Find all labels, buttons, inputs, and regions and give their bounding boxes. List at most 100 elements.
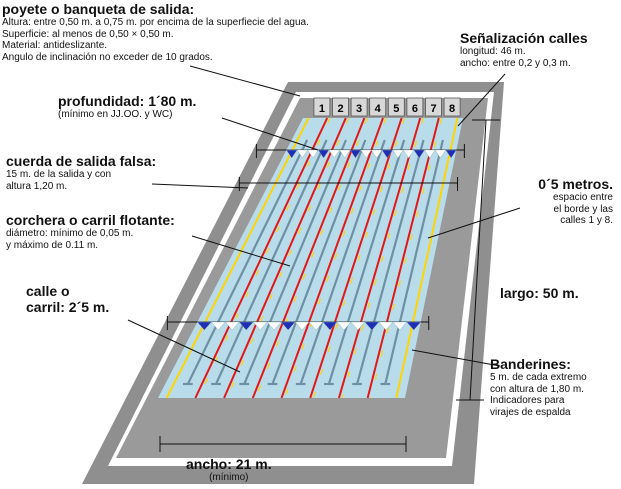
starting-block [443,97,461,117]
pennant [294,321,310,331]
pennant [381,149,394,159]
corchera-line: diámetro: mínimo de 0,05 m. [6,228,134,240]
lane-line-accent [370,117,443,399]
floor-mark [186,139,309,385]
floor-mark [271,139,367,385]
label-largo: largo: 50 m. [500,285,579,301]
lane-line-accent [341,117,424,399]
profundidad-note: (mínimo en JJ.OO. y WC) [58,109,173,121]
label-profundidad: profundidad: 1´80 m. (mínimo en JJ.OO. y… [58,93,196,121]
pennant [336,321,352,331]
lane-line-accent [197,117,331,399]
lane-line [366,117,440,399]
pennant [445,149,457,159]
cuerda-title: cuerda de salida falsa: [6,153,157,169]
label-poyete: poyete o banqueta de salida: Altura: ent… [2,1,309,63]
starting-block-number: 6 [412,103,418,115]
poyete-line: Angulo de inclinación no exceder de 10 g… [2,51,213,63]
pennant [392,149,404,159]
leader-poyete [189,65,301,97]
pennant [266,321,282,331]
pennant [350,321,366,331]
lane-line-accent [312,117,406,399]
pennant [364,321,380,331]
starting-block-number: 4 [375,103,382,115]
label-banderines: Banderines: 5 m. de cada extremo con alt… [490,356,587,418]
floor-mark [327,139,406,385]
pennant [339,149,351,159]
cero5-line: calles 1 y 8. [560,215,613,227]
banderines-line: 5 m. de cada extremo [490,372,587,384]
lane-line [194,117,329,399]
lane-line-accent [226,117,350,399]
label-corchera: corchera o carril flotante: diámetro: mí… [6,212,175,251]
floor-mark [356,139,425,385]
floor-mark [299,139,386,385]
starting-block [332,97,349,117]
cero5-line: el borde y las [553,203,613,215]
poyete-title: poyete o banqueta de salida: [2,1,195,17]
pennant [371,149,383,159]
pennant [402,149,415,159]
poyete-line: Superficie: al menos de 0,50 × 0,50 m. [2,28,174,40]
lane-line [223,117,347,399]
banderines-line: Indicadores para [490,395,565,407]
pennant [413,149,425,159]
lane-line [395,117,459,399]
starting-block [369,97,387,117]
lane-line-accent [255,117,368,399]
lane-line [251,117,366,399]
label-ancho: ancho: 21 m. (mínimo) [186,456,272,484]
ancho-note: (mínimo) [209,472,249,484]
leader-senalizacion [457,73,506,127]
pennant [252,321,268,331]
pennant [378,321,394,331]
calle-title: carril: 2´5 m. [26,299,110,316]
pennant [196,321,212,331]
cero5-title: 0´5 metros. [538,176,613,192]
senalizacion-line: ancho: entre 0,2 y 0,3 m. [460,57,571,69]
label-cuerda: cuerda de salida falsa: 15 m. de la sali… [6,153,156,192]
lane-line-accent [283,117,387,399]
label-senalizacion: Señalización calles longitud: 46 m. anch… [460,30,588,69]
lane-floor-marks [182,139,444,386]
starting-block [406,97,424,117]
senalizacion-line: longitud: 46 m. [460,46,526,58]
label-calle: calle o carril: 2´5 m. [26,283,109,315]
starting-block-number: 1 [319,103,325,115]
cuerda-line: 15 m. de la salida y con [6,169,112,181]
pennant [434,149,447,159]
poyete-line: Material: antideslizante. [2,40,108,52]
ropes [166,144,465,331]
starting-block-number: 7 [430,103,436,115]
pennant [296,149,309,159]
pennant [224,321,240,331]
leader-banderines [411,349,501,367]
pennant [322,321,338,331]
lane-line [337,117,422,399]
pennant [424,149,436,159]
starting-block-number: 5 [393,103,399,115]
corchera-line: y máximo de 0.11 m. [6,239,99,251]
floor-mark [243,139,347,385]
starting-block-number: 8 [449,103,455,115]
starting-block [425,97,442,117]
label-cero5: 0´5 metros. espacio entre el borde y las… [538,176,613,227]
lane-line [309,117,403,399]
leader-cero5 [427,207,521,239]
pennant [317,149,330,159]
pennant [280,321,296,331]
starting-block-number: 2 [337,103,343,115]
lane-lines [165,117,459,399]
lane-line [280,117,384,399]
starting-block-number: 3 [356,103,362,115]
starting-block [387,97,405,117]
floor-mark [384,139,444,385]
cero5-line: espacio entre [552,192,613,204]
banderines-title: Banderines: [490,356,571,372]
ancho-title: ancho: 21 m. [186,456,272,472]
pennant [307,149,319,159]
dim-largo [469,119,487,401]
pennant [210,321,226,331]
pennant [360,149,372,159]
